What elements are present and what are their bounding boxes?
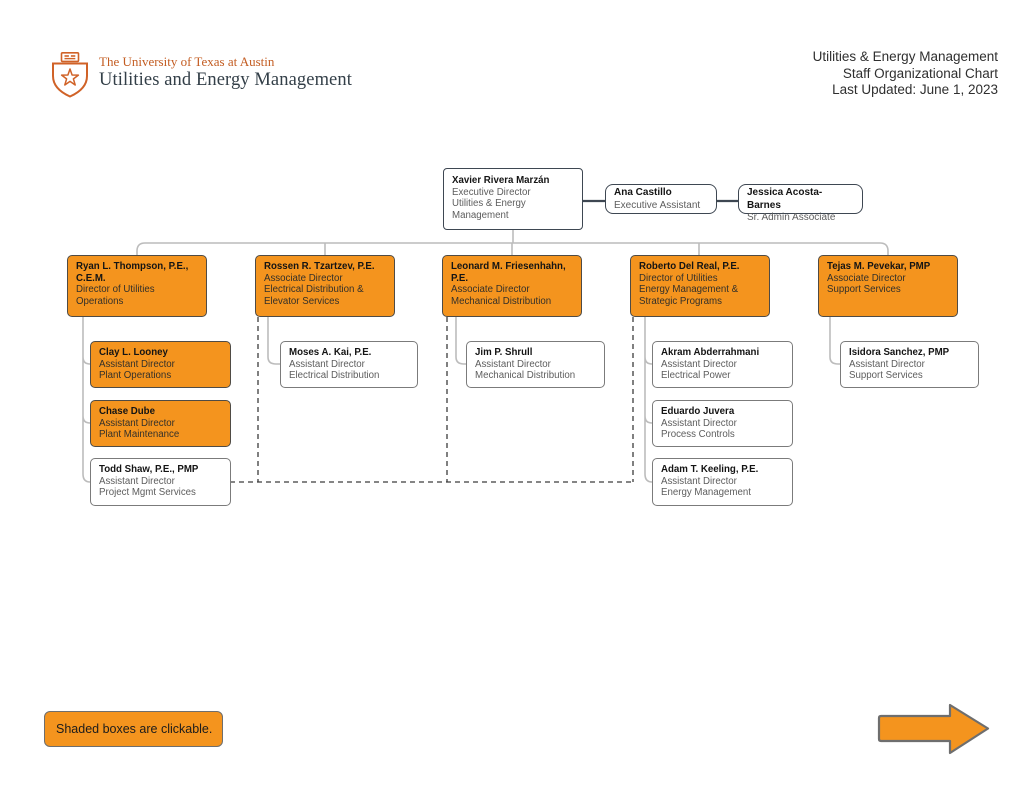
connector-roberto-children (644, 317, 653, 483)
person-title: Assistant Director Process Controls (661, 417, 737, 441)
person-title: Assistant Director Electrical Distributi… (289, 358, 380, 382)
brand-header: The University of Texas at Austin Utilit… (50, 52, 352, 98)
person-title: Associate Director Electrical Distributi… (264, 272, 364, 307)
brand-institution: The University of Texas at Austin (99, 54, 275, 69)
document-title-line2: Staff Organizational Chart (842, 65, 998, 81)
connector-tejas-children (829, 317, 840, 365)
person-title: Sr. Admin Associate (747, 212, 836, 223)
person-title: Executive Director Utilities & Energy Ma… (452, 186, 531, 221)
org-node-eduardo-juvera: Eduardo Juvera Assistant Director Proces… (652, 400, 793, 447)
person-name: Adam T. Keeling, P.E. (661, 464, 759, 475)
person-title: Associate Director Support Services (827, 272, 906, 296)
person-name: Rossen R. Tzartzev, P.E. (264, 261, 375, 272)
org-node-ana-castillo: Ana Castillo Executive Assistant (605, 184, 717, 214)
legend-note-text: Shaded boxes are clickable. (56, 722, 213, 736)
org-node-jessica-acosta-barnes: Jessica Acosta-Barnes Sr. Admin Associat… (738, 184, 863, 223)
person-name: Jim P. Shrull (475, 347, 533, 358)
person-title: Director of Utilities Operations (76, 284, 155, 307)
person-name: Todd Shaw, P.E., PMP (99, 464, 199, 475)
document-title-line1: Utilities & Energy Management (812, 49, 998, 64)
person-title: Assistant Director Plant Maintenance (99, 417, 180, 441)
org-node-moses-kai: Moses A. Kai, P.E. Assistant Director El… (280, 341, 418, 388)
org-node-leonard-friesenhahn[interactable]: Leonard M. Friesenhahn, P.E. Associate D… (442, 255, 582, 317)
person-title: Assistant Director Plant Operations (99, 358, 175, 382)
person-title: Associate Director Mechanical Distributi… (451, 284, 552, 307)
person-name: Clay L. Looney (99, 347, 168, 358)
person-name: Ana Castillo (614, 187, 672, 198)
person-name: Isidora Sanchez, PMP (849, 347, 950, 358)
brand-department: Utilities and Energy Management (99, 70, 352, 90)
document-title: Utilities & Energy Management Staff Orga… (813, 49, 998, 99)
person-name: Eduardo Juvera (661, 406, 735, 417)
person-name: Moses A. Kai, P.E. (289, 347, 372, 358)
person-name: Chase Dube (99, 406, 155, 417)
org-node-chase-dube[interactable]: Chase Dube Assistant Director Plant Main… (90, 400, 231, 447)
next-page-arrow-icon[interactable] (874, 699, 996, 761)
person-name: Tejas M. Pevekar, PMP (827, 261, 931, 272)
person-name: Roberto Del Real, P.E. (639, 261, 740, 272)
person-title: Assistant Director Project Mgmt Services (99, 475, 196, 499)
person-name: Jessica Acosta-Barnes (747, 187, 823, 211)
person-title: Assistant Director Support Services (849, 358, 925, 382)
org-node-adam-keeling: Adam T. Keeling, P.E. Assistant Director… (652, 458, 793, 506)
legend-note: Shaded boxes are clickable. (44, 711, 223, 747)
org-node-tejas-pevekar[interactable]: Tejas M. Pevekar, PMP Associate Director… (818, 255, 958, 317)
connector-ryan-children (82, 317, 91, 483)
org-node-todd-shaw: Todd Shaw, P.E., PMP Assistant Director … (90, 458, 231, 506)
brand-text: The University of Texas at Austin Utilit… (99, 52, 352, 91)
org-node-roberto-del-real[interactable]: Roberto Del Real, P.E. Director of Utili… (630, 255, 770, 317)
person-name: Akram Abderrahmani (661, 347, 760, 358)
person-name: Leonard M. Friesenhahn, P.E. (451, 261, 566, 284)
document-title-line3: Last Updated: June 1, 2023 (832, 82, 998, 97)
person-name: Ryan L. Thompson, P.E., C.E.M. (76, 261, 189, 284)
person-title: Executive Assistant (614, 199, 701, 211)
org-node-jim-shrull: Jim P. Shrull Assistant Director Mechani… (466, 341, 605, 388)
org-node-xavier-rivera-marzan: Xavier Rivera Marzán Executive Director … (443, 168, 583, 230)
person-title: Assistant Director Mechanical Distributi… (475, 358, 576, 382)
org-node-rossen-tzartzev[interactable]: Rossen R. Tzartzev, P.E. Associate Direc… (255, 255, 395, 317)
connector-leonard-children (455, 317, 466, 365)
person-name: Xavier Rivera Marzán (452, 175, 550, 186)
org-node-akram-abderrahmani: Akram Abderrahmani Assistant Director El… (652, 341, 793, 388)
org-node-clay-looney[interactable]: Clay L. Looney Assistant Director Plant … (90, 341, 231, 388)
connector-director-rail (136, 242, 889, 255)
org-node-isidora-sanchez: Isidora Sanchez, PMP Assistant Director … (840, 341, 979, 388)
person-title: Assistant Director Electrical Power (661, 358, 737, 382)
university-shield-icon (52, 52, 88, 98)
connector-rossen-children (267, 317, 280, 365)
person-title: Assistant Director Energy Management (661, 475, 751, 499)
org-node-ryan-thompson[interactable]: Ryan L. Thompson, P.E., C.E.M. Director … (67, 255, 207, 317)
person-title: Director of Utilities Energy Management … (639, 272, 739, 307)
